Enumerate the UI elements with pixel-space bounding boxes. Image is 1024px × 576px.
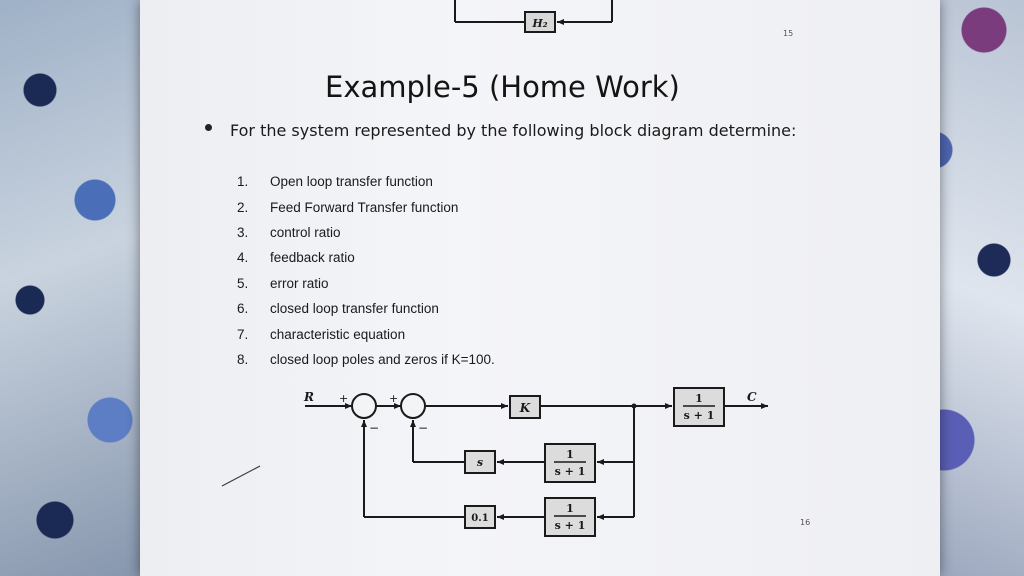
sum1-minus-sign: − — [369, 421, 379, 435]
fragment-block-label: H₂ — [531, 17, 547, 30]
task-text: Feed Forward Transfer function — [270, 200, 459, 215]
pen-mark — [221, 465, 261, 487]
sum2-minus-sign: − — [418, 421, 428, 435]
task-number: 4. — [237, 250, 249, 265]
output-label: C — [747, 390, 757, 404]
outer-feedback-block-2-numerator: 1 — [566, 502, 574, 515]
task-number: 8. — [237, 352, 249, 367]
task-text: feedback ratio — [270, 250, 355, 265]
plant-denominator: s + 1 — [684, 409, 715, 422]
task-item: 3. control ratio — [237, 225, 341, 240]
gain-block-label: K — [519, 401, 531, 415]
inner-feedback-block-2-numerator: 1 — [566, 448, 574, 461]
task-text: control ratio — [270, 225, 341, 240]
task-number: 6. — [237, 301, 249, 316]
task-text: closed loop poles and zeros if K=100. — [270, 352, 495, 367]
task-item: 4. feedback ratio — [237, 250, 355, 265]
task-text: Open loop transfer function — [270, 174, 433, 189]
paper-sheet — [140, 0, 940, 576]
fragment-block — [524, 11, 556, 33]
page-title: Example-5 (Home Work) — [325, 70, 680, 104]
page-number-bottom: 16 — [800, 518, 811, 527]
page-number-top: 15 — [783, 29, 794, 38]
task-item: 1. Open loop transfer function — [237, 174, 433, 189]
inner-feedback-block-2 — [544, 443, 596, 483]
task-number: 1. — [237, 174, 249, 189]
task-item: 5. error ratio — [237, 276, 329, 291]
inner-feedback-block-1-label: s — [477, 456, 483, 469]
sum2-plus-sign: + — [389, 392, 398, 405]
task-item: 7. characteristic equation — [237, 327, 405, 342]
outer-feedback-block-1-label: 0.1 — [471, 513, 488, 524]
plant-numerator: 1 — [695, 392, 703, 405]
task-number: 3. — [237, 225, 249, 240]
task-text: closed loop transfer function — [270, 301, 439, 316]
task-item: 2. Feed Forward Transfer function — [237, 200, 458, 215]
task-number: 5. — [237, 276, 249, 291]
summing-junction-2 — [400, 393, 426, 419]
task-text: error ratio — [270, 276, 329, 291]
background-fabric-left — [0, 0, 150, 576]
input-label: R — [303, 390, 314, 404]
outer-feedback-block-2-denominator: s + 1 — [555, 519, 586, 532]
task-number: 2. — [237, 200, 249, 215]
sum1-plus-sign: + — [339, 392, 348, 405]
prev-slide-fragment: H₂ — [454, 0, 613, 33]
intro-text: For the system represented by the follow… — [230, 121, 797, 140]
task-number: 7. — [237, 327, 249, 342]
inner-feedback-block-2-denominator: s + 1 — [555, 465, 586, 478]
task-item: 6. closed loop transfer function — [237, 301, 439, 316]
task-text: characteristic equation — [270, 327, 406, 342]
summing-junction-1 — [351, 393, 377, 419]
plant-block — [673, 387, 725, 427]
bullet-icon — [205, 124, 212, 131]
task-item: 8. closed loop poles and zeros if K=100. — [237, 352, 495, 367]
